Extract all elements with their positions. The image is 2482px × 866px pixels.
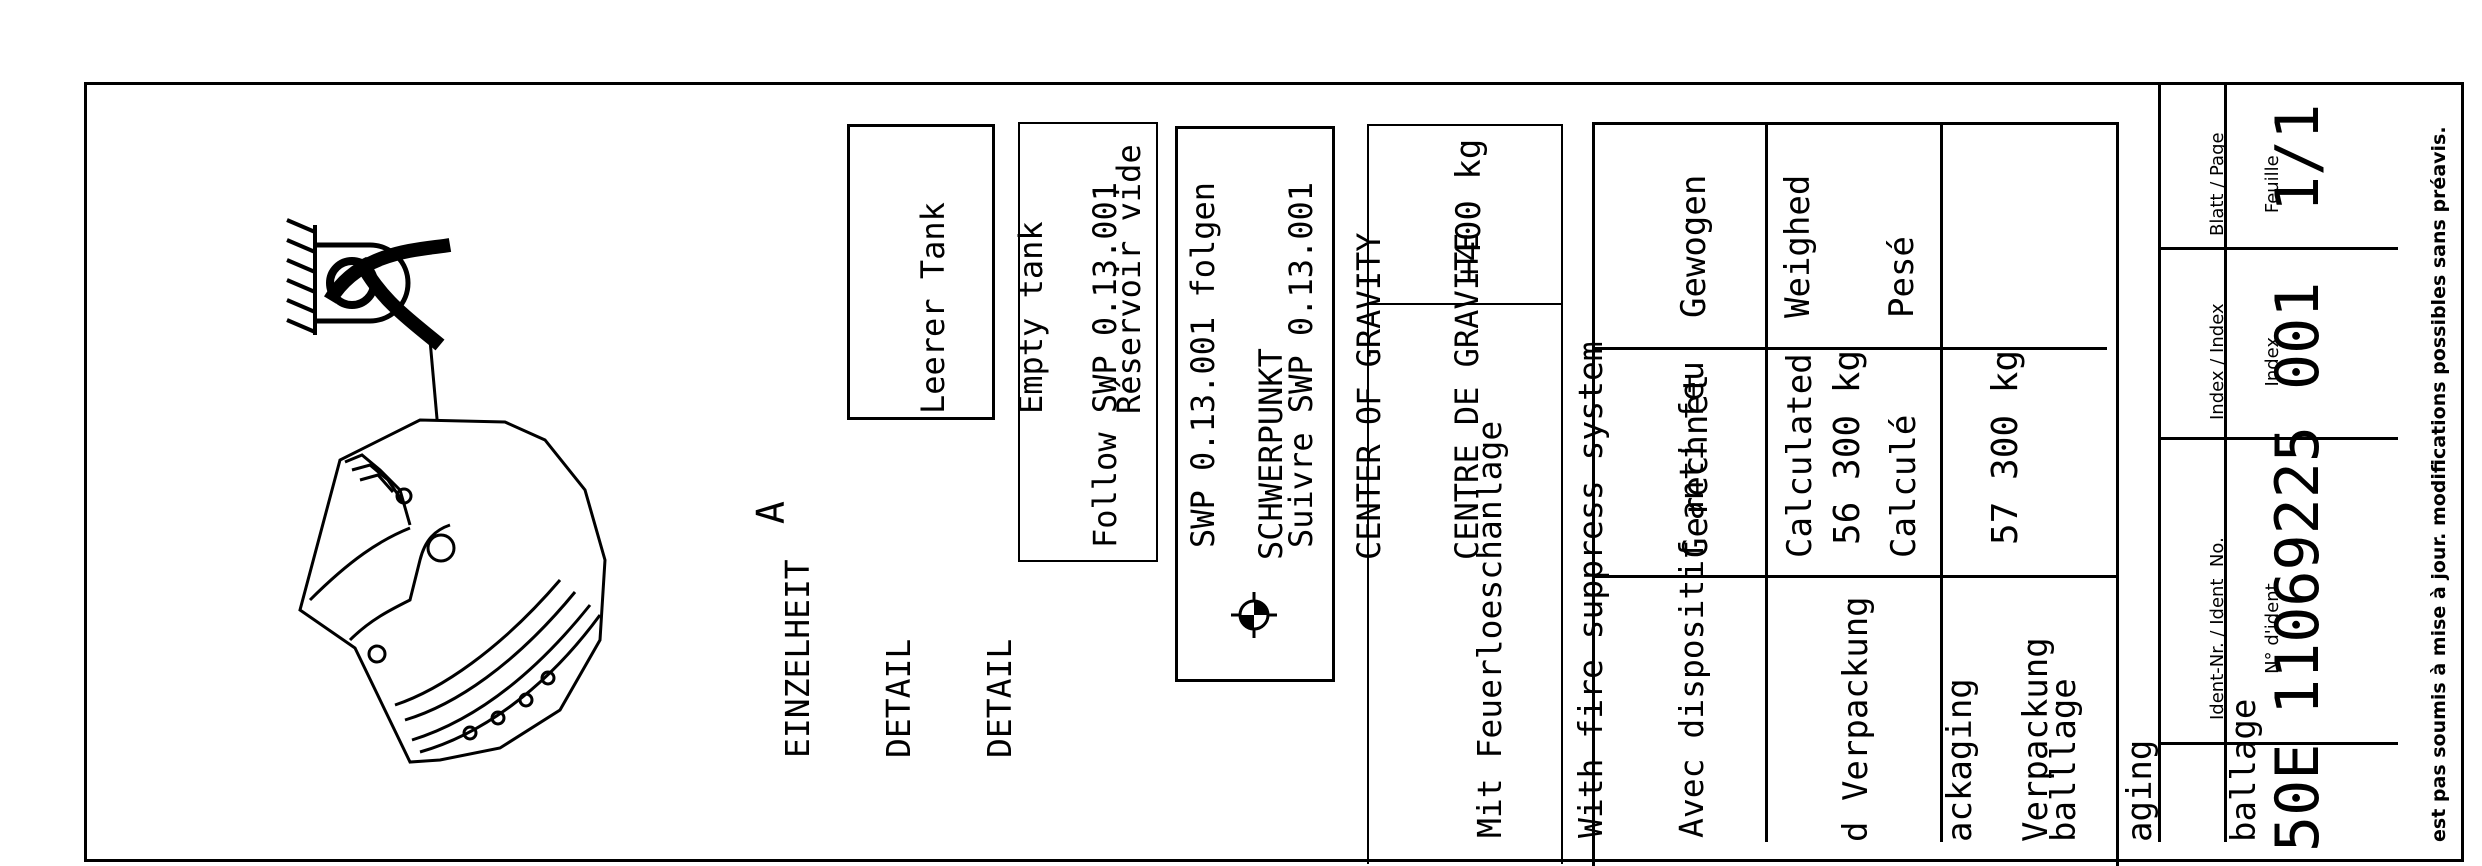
weight-table-row-1 xyxy=(1592,347,2107,350)
detail-label-line-en: DETAIL xyxy=(879,638,919,758)
center-of-gravity-icon xyxy=(1231,592,1277,638)
ident-value: 11069225 xyxy=(2263,426,2333,715)
detail-label-line-de: EINZELHEIT xyxy=(778,559,818,758)
row1-label-de: d Verpackung xyxy=(1836,596,1877,842)
detail-circle xyxy=(298,418,607,764)
shackle xyxy=(315,238,452,351)
weighed-fr: Pesé xyxy=(1882,236,1923,318)
weighed-header: Gewogen Weighed Pesé xyxy=(1608,175,1955,318)
ident-label-line-1: Ident-Nr. / Ident No. xyxy=(2206,537,2228,720)
weighed-de: Gewogen xyxy=(1674,174,1715,318)
detail-label: EINZELHEIT DETAIL DETAIL xyxy=(714,559,1051,758)
calculated-header: Gerechnet Calculated Calculé xyxy=(1610,353,1957,558)
weight-table-row-2 xyxy=(1592,575,2119,578)
weight-table xyxy=(1592,122,2119,866)
title-block-left-edge xyxy=(2158,82,2161,842)
row1-value: 56 300 kg xyxy=(1827,349,1868,545)
page-label-line-1: Blatt / Page xyxy=(2206,132,2228,236)
calculated-de: Gerechnet xyxy=(1676,373,1717,558)
title-block-label-col xyxy=(2224,82,2227,842)
mounting-hatch xyxy=(286,218,317,335)
row2-label-en: aging xyxy=(2120,739,2161,842)
fire-system-de: Mit Feuerloeschanlage xyxy=(1470,420,1510,838)
detail-label-line-fr: DETAIL xyxy=(980,638,1020,758)
follow-en: Follow SWP 0.13.001 xyxy=(1086,181,1125,548)
cog-de: SCHWERPUNKT xyxy=(1252,348,1291,560)
calculated-fr: Calculé xyxy=(1884,414,1925,558)
row2-value: 57 300 kg xyxy=(1985,349,2026,545)
empty-tank-box xyxy=(847,124,995,420)
weighed-en: Weighed xyxy=(1778,174,1819,318)
title-block-sep-1 xyxy=(2158,247,2398,250)
center-of-gravity-box xyxy=(1175,126,1335,682)
empty-tank-de: Leerer Tank xyxy=(914,202,953,414)
calculated-en: Calculated xyxy=(1780,353,1821,558)
disclaimer: est pas soumis à mise à jour. modificati… xyxy=(2428,126,2450,842)
fire-system-divider xyxy=(1367,303,1563,305)
follow-box xyxy=(1018,122,1158,562)
title-block-sep-2 xyxy=(2158,437,2398,440)
detail-letter: A xyxy=(749,501,793,524)
row2-label-de: Verpackung xyxy=(2016,637,2057,842)
detail-a-drawing xyxy=(286,218,607,764)
weight-table-col-1 xyxy=(1765,122,1768,842)
model-fragment: 50E xyxy=(2263,743,2333,852)
index-value: 001 xyxy=(2263,281,2333,390)
weight-table-col-2 xyxy=(1940,122,1943,842)
index-label-line-1: Index / Index xyxy=(2206,303,2228,420)
fire-system-box xyxy=(1367,124,1563,864)
title-block-sep-3 xyxy=(2158,742,2398,745)
page-value: 1/1 xyxy=(2263,103,2333,212)
fire-system-weight: +400 kg xyxy=(1449,138,1489,282)
